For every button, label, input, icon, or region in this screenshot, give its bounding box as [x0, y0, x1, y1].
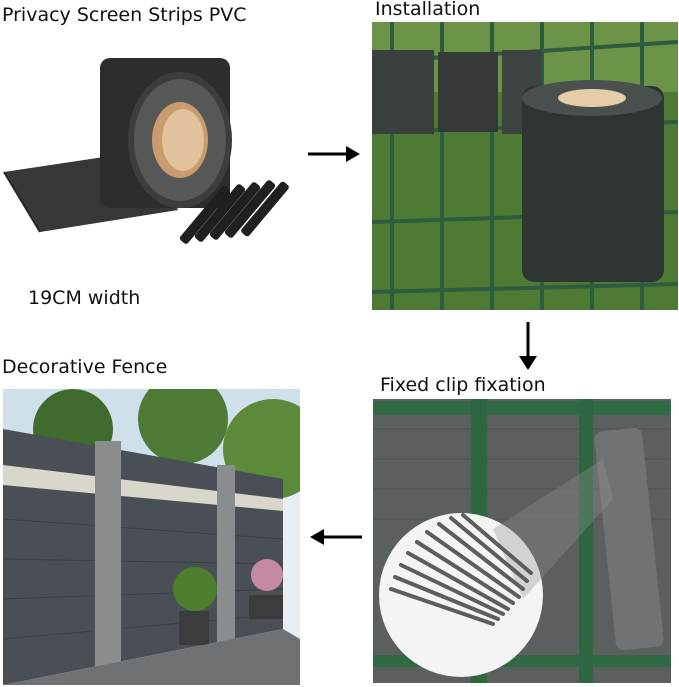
decorative-fence-photo — [3, 389, 300, 685]
arrow-right-icon — [308, 146, 360, 162]
width-note: 19CM width — [28, 287, 141, 309]
installation-photo — [372, 22, 678, 310]
installation-label: Installation — [375, 0, 481, 20]
clips-bundle — [179, 180, 289, 244]
product-title: Privacy Screen Strips PVC — [2, 4, 247, 26]
decorative-fence-label: Decorative Fence — [2, 356, 168, 378]
clip-fixation-label: Fixed clip fixation — [380, 374, 546, 396]
arrow-down-icon — [519, 322, 537, 370]
arrow-left-icon — [310, 529, 362, 545]
clip-fixation-photo — [373, 399, 671, 683]
product-roll-image — [3, 58, 289, 244]
